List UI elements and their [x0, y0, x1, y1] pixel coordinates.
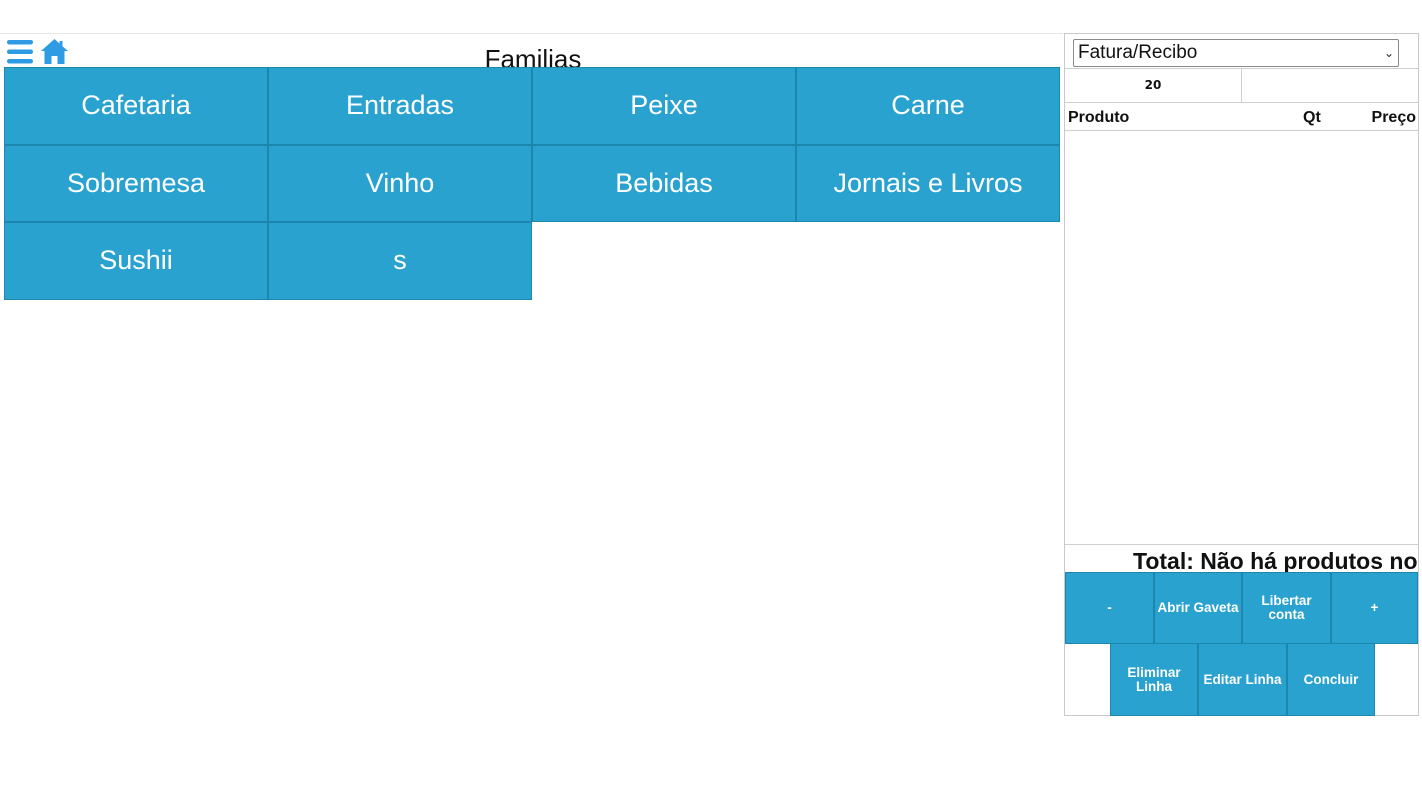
column-qty: Qt [1303, 109, 1321, 126]
minus-button[interactable]: - [1065, 572, 1154, 644]
finish-button[interactable]: Concluir [1287, 643, 1375, 716]
header-divider [0, 33, 1063, 34]
ticket-column-headers: Produto Qt Preço [1065, 103, 1418, 131]
family-button-sushii[interactable]: Sushii [4, 222, 268, 300]
family-button-cafetaria[interactable]: Cafetaria [4, 67, 268, 145]
release-account-button[interactable]: Libertar conta [1242, 572, 1331, 644]
family-button-vinho[interactable]: Vinho [268, 144, 532, 222]
family-button-jornais-e-livros[interactable]: Jornais e Livros [796, 144, 1060, 222]
ticket-total: Total: Não há produtos no [1065, 544, 1418, 572]
families-grid: Cafetaria Entradas Peixe Carne Sobremesa… [4, 67, 1060, 300]
family-button-carne[interactable]: Carne [796, 67, 1060, 145]
table-info-row: 20 [1065, 68, 1418, 103]
family-button-bebidas[interactable]: Bebidas [532, 144, 796, 222]
plus-button[interactable]: + [1331, 572, 1418, 644]
family-button-peixe[interactable]: Peixe [532, 67, 796, 145]
column-price: Preço [1371, 109, 1416, 126]
hamburger-menu-icon[interactable] [7, 39, 33, 65]
ticket-items-list[interactable] [1065, 131, 1418, 544]
actions-row-1: - Abrir Gaveta Libertar conta + [1065, 572, 1418, 644]
delete-line-button[interactable]: Eliminar Linha [1110, 643, 1198, 716]
edit-line-button[interactable]: Editar Linha [1198, 643, 1287, 716]
home-icon[interactable] [40, 38, 69, 65]
chevron-down-icon: ⌄ [1383, 46, 1394, 60]
family-button-s[interactable]: s [268, 222, 532, 300]
ticket-panel: Fatura/Recibo ⌄ 20 Produto Qt Preço Tota… [1064, 33, 1419, 716]
family-button-sobremesa[interactable]: Sobremesa [4, 144, 268, 222]
document-type-value: Fatura/Recibo [1078, 42, 1198, 63]
table-number: 20 [1065, 69, 1242, 102]
family-button-entradas[interactable]: Entradas [268, 67, 532, 145]
document-type-select[interactable]: Fatura/Recibo ⌄ [1073, 39, 1399, 67]
actions-row-2: Eliminar Linha Editar Linha Concluir [1110, 643, 1375, 716]
total-text: Total: Não há produtos no [1133, 548, 1418, 572]
open-drawer-button[interactable]: Abrir Gaveta [1154, 572, 1242, 644]
column-product: Produto [1068, 109, 1130, 126]
